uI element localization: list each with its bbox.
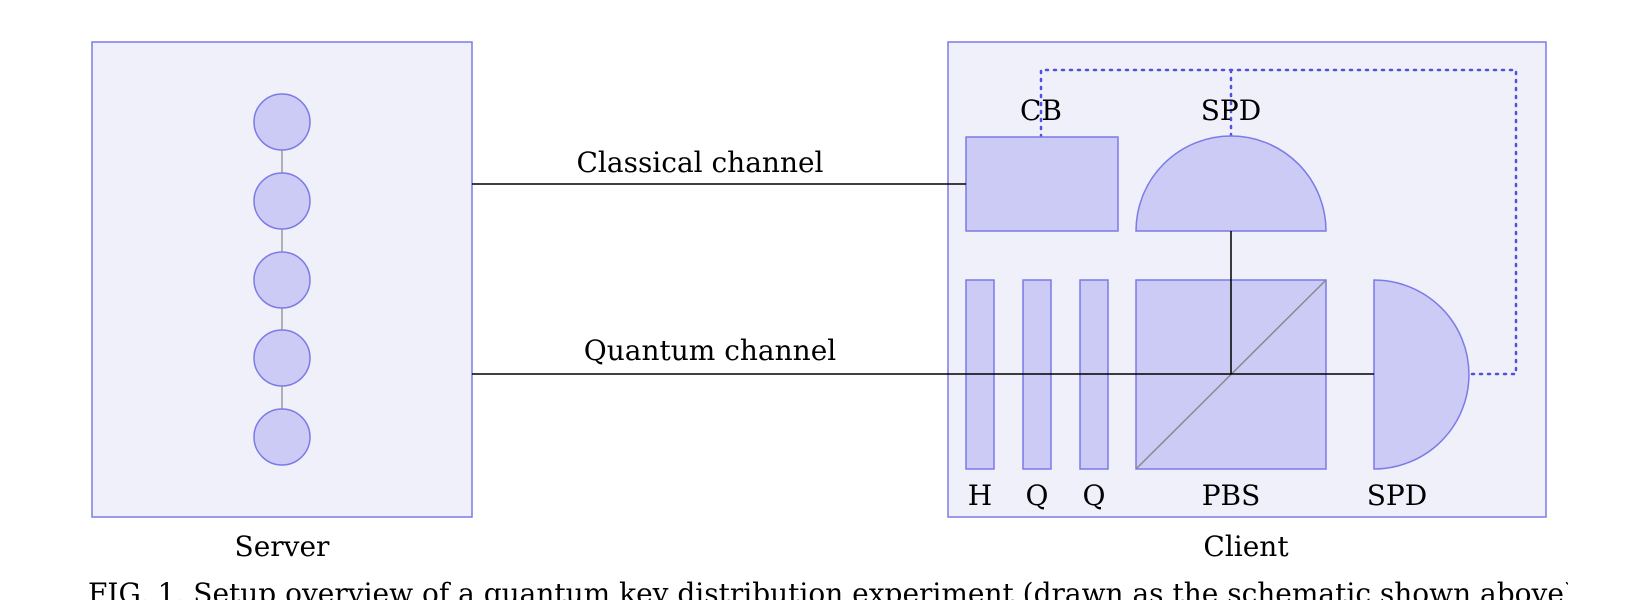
- qubit-circle-1: [253, 93, 311, 151]
- pbs-label: PBS: [1202, 479, 1261, 512]
- classical-channel-label: Classical channel: [577, 146, 824, 179]
- client-label: Client: [1203, 530, 1289, 563]
- cb-box: [965, 136, 1119, 232]
- spd-right-detector: [1373, 279, 1470, 470]
- cb-label: CB: [1020, 94, 1062, 127]
- figure-caption: FIG. 1. Setup overview of a quantum key …: [88, 577, 1568, 600]
- server-label: Server: [235, 530, 331, 563]
- qubit-circle-4: [253, 329, 311, 387]
- plate-q2-label: Q: [1083, 479, 1106, 512]
- spd-right-label: SPD: [1367, 479, 1427, 512]
- qubit-circle-3: [253, 251, 311, 309]
- plate-q1-label: Q: [1026, 479, 1049, 512]
- plate-h-label: H: [968, 479, 992, 512]
- spd-top-label: SPD: [1201, 94, 1261, 127]
- spd-top-detector: [1135, 135, 1327, 232]
- server-node: [91, 41, 473, 518]
- qubit-circle-5: [253, 408, 311, 466]
- quantum-channel-label: Quantum channel: [584, 334, 836, 367]
- qubit-circle-2: [253, 172, 311, 230]
- client-node: [947, 41, 1547, 518]
